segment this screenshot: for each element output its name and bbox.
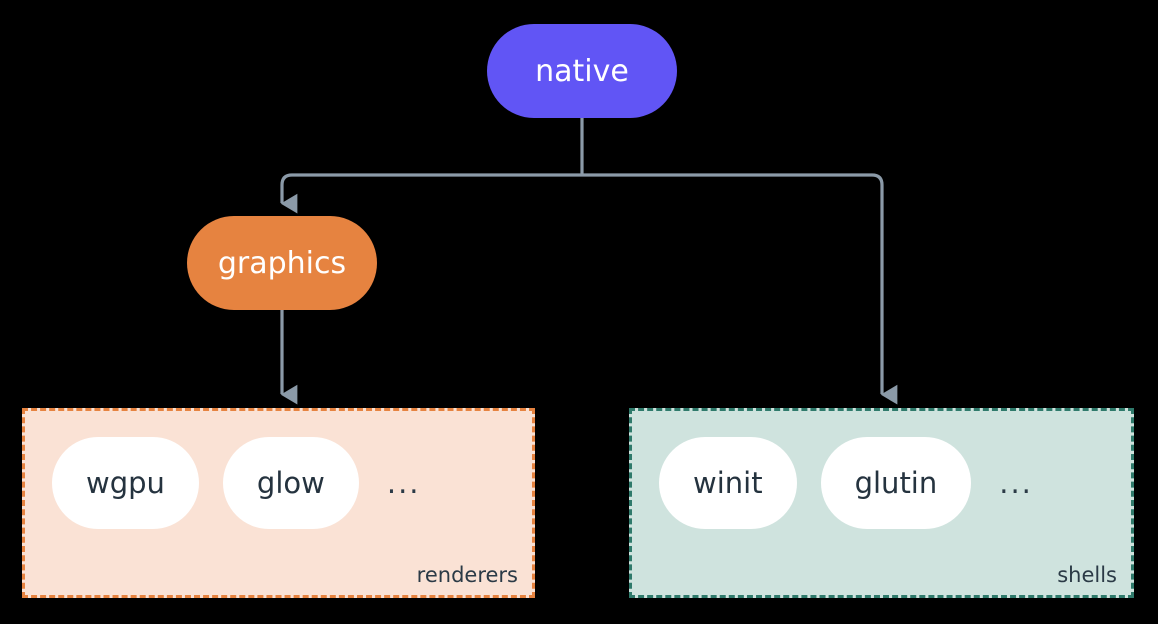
- group-shells: winit glutin ... shells: [629, 408, 1134, 598]
- shells-item-row: winit glutin ...: [632, 437, 1033, 529]
- edge-native-to-graphics: [280, 173, 582, 214]
- node-graphics[interactable]: graphics: [187, 216, 377, 310]
- node-native[interactable]: native: [487, 24, 677, 118]
- list-item-wgpu[interactable]: wgpu: [52, 437, 199, 529]
- renderers-item-row: wgpu glow ...: [25, 437, 421, 529]
- list-item-glow[interactable]: glow: [222, 437, 359, 529]
- edge-native-to-shells: [582, 173, 898, 405]
- group-shells-label: shells: [1057, 563, 1117, 587]
- renderers-overflow-ellipsis: ...: [386, 465, 421, 500]
- list-item-winit[interactable]: winit: [659, 437, 797, 529]
- group-renderers: wgpu glow ... renderers: [22, 408, 535, 598]
- pill-label: glow: [256, 466, 325, 500]
- group-renderers-label: renderers: [416, 563, 518, 587]
- list-item-glutin[interactable]: glutin: [820, 437, 972, 529]
- shells-overflow-ellipsis: ...: [999, 465, 1033, 500]
- node-native-label: native: [535, 53, 629, 89]
- node-graphics-label: graphics: [217, 245, 347, 281]
- pill-label: wgpu: [86, 466, 165, 500]
- pill-label: winit: [693, 466, 763, 500]
- pill-label: glutin: [854, 466, 938, 500]
